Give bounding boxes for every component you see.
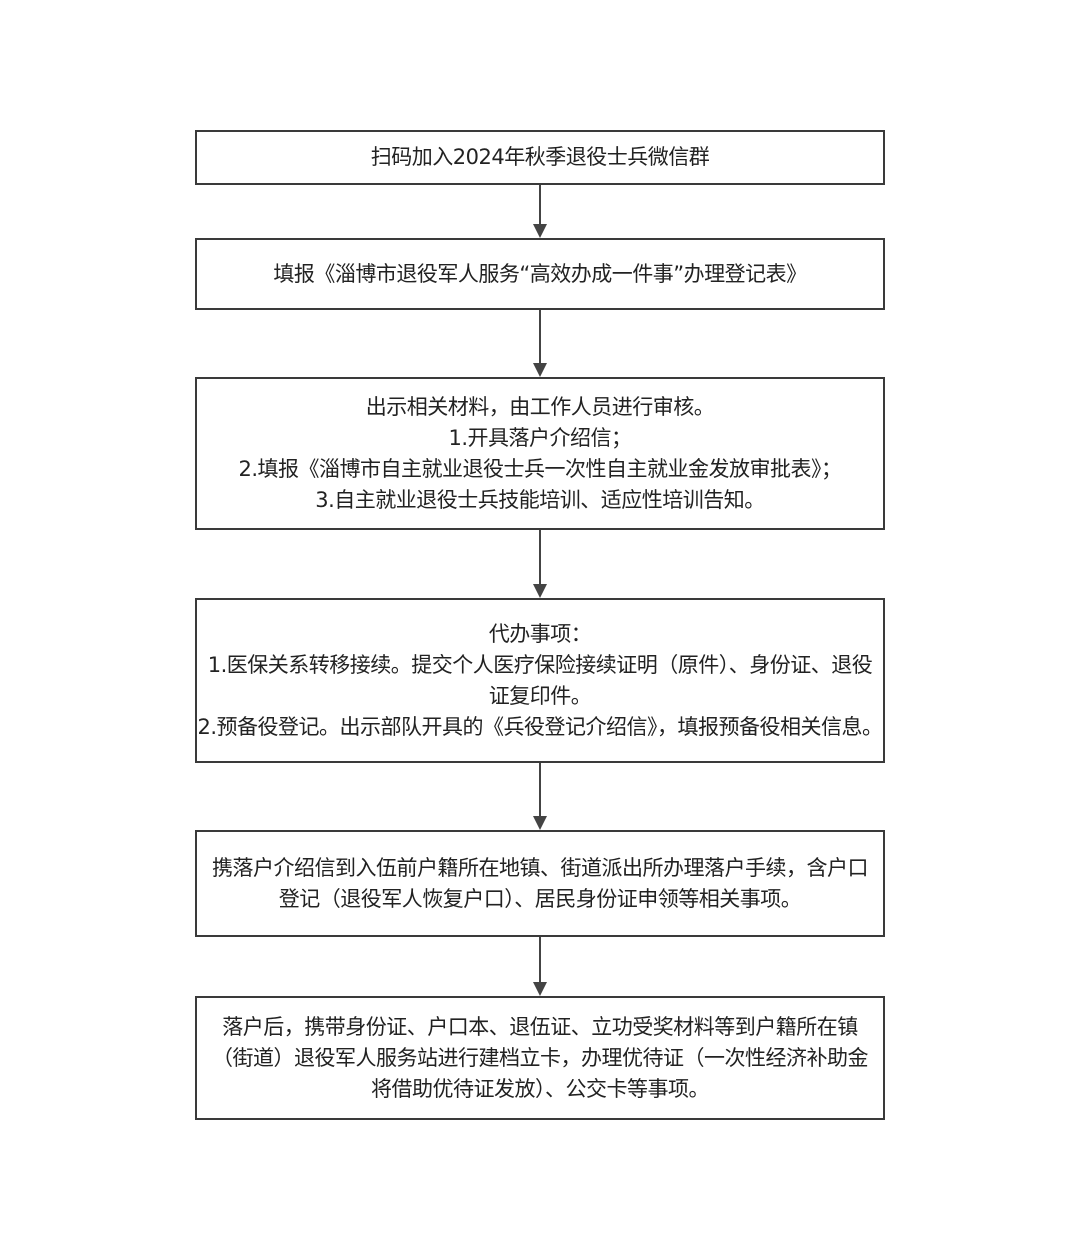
step-2-fill-registration-form: 填报《淄博市退役军人服务“高效办成一件事”办理登记表》 [195,238,885,310]
step-4-line-2: 1.医保关系转移接续。提交个人医疗保险接续证明（原件）、身份证、退役证复印件。 [207,652,873,708]
step-4-agency-matters: 代办事项： 1.医保关系转移接续。提交个人医疗保险接续证明（原件）、身份证、退役… [195,598,885,763]
step-1-join-wechat-group: 扫码加入2024年秋季退役士兵微信群 [195,130,885,185]
step-3-material-review: 出示相关材料，由工作人员进行审核。 1.开具落户介绍信； 2.填报《淄博市自主就… [195,377,885,530]
arrow-down-icon [530,530,550,598]
step-4-line-3: 2.预备役登记。出示部队开具的《兵役登记介绍信》，填报预备役相关信息。 [197,714,883,739]
arrow-down-icon [530,185,550,238]
arrow-down-icon [530,763,550,830]
step-3-line-2: 1.开具落户介绍信； [448,425,632,450]
arrow-down-icon [530,937,550,996]
step-2-line-1: 填报《淄博市退役军人服务“高效办成一件事”办理登记表》 [273,261,807,286]
step-6-line-1: 落户后，携带身份证、户口本、退伍证、立功受奖材料等到户籍所在镇（街道）退役军人服… [212,1014,869,1101]
step-5-line-1: 携落户介绍信到入伍前户籍所在地镇、街道派出所办理落户手续，含户口登记（退役军人恢… [212,855,869,911]
step-6-service-station-filing: 落户后，携带身份证、户口本、退伍证、立功受奖材料等到户籍所在镇（街道）退役军人服… [195,996,885,1120]
step-3-line-3: 2.填报《淄博市自主就业退役士兵一次性自主就业金发放审批表》； [238,456,842,481]
step-3-line-1: 出示相关材料，由工作人员进行审核。 [365,394,715,419]
step-1-line-1: 扫码加入2024年秋季退役士兵微信群 [370,145,710,169]
step-3-line-4: 3.自主就业退役士兵技能培训、适应性培训告知。 [315,487,765,512]
step-4-line-1: 代办事项： [488,621,592,646]
arrow-down-icon [530,310,550,377]
step-5-household-registration: 携落户介绍信到入伍前户籍所在地镇、街道派出所办理落户手续，含户口登记（退役军人恢… [195,830,885,937]
